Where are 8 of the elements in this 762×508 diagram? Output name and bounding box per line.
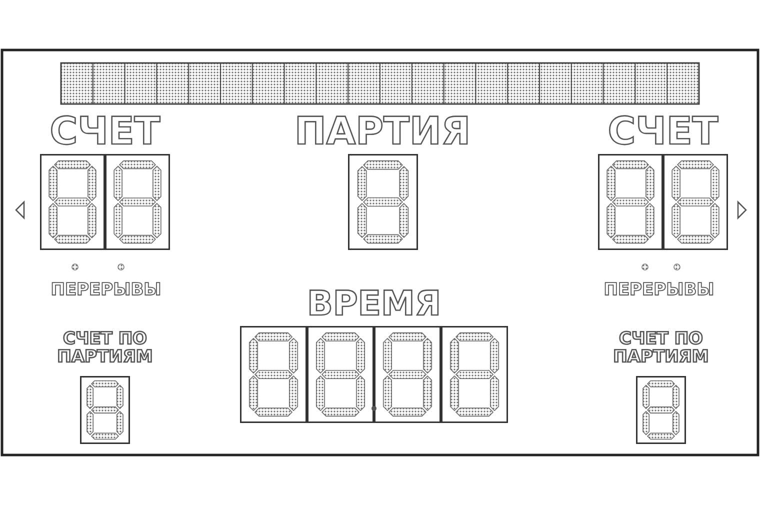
display-heading: СЧЕТ ПО ПАРТИЯМ: [612, 328, 710, 369]
display-heading: СЧЕТ: [50, 110, 160, 154]
display-heading: ПАРТИЯ: [294, 110, 471, 154]
display-heading: СЧЕТ ПО ПАРТИЯМ: [56, 328, 154, 369]
display-heading: ВРЕМЯ: [306, 284, 442, 326]
display-heading: СЧЕТ: [608, 110, 718, 154]
indicator-caption: ПЕРЕРЫВЫ: [602, 280, 716, 300]
indicator-caption: ПЕРЕРЫВЫ: [50, 280, 162, 300]
